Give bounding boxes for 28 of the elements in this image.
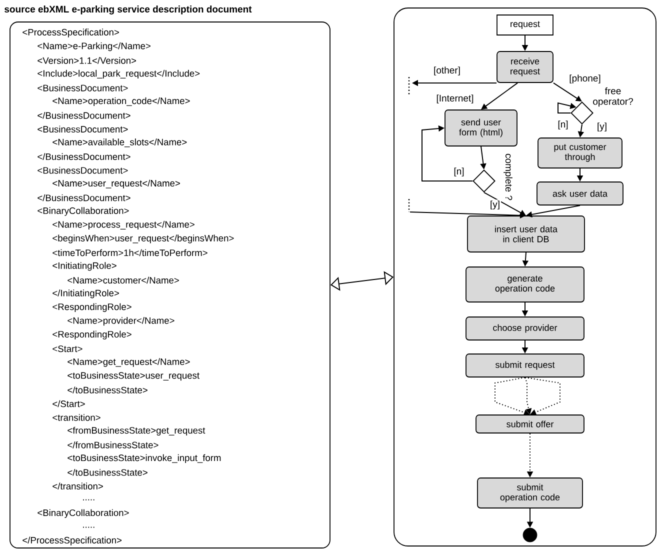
action-box: receive request — [496, 51, 554, 83]
decision-diamond — [472, 170, 496, 192]
edge-label: [n] — [452, 166, 466, 178]
activity-frame — [394, 8, 656, 546]
xml-listing: <ProcessSpecification> <Name>e-Parking</Name> <Version>1.1</Version> <Include>local_park_request</Include> <BusinessDocument> <Name>operation_code</Name> </BusinessDocument> <BusinessDocument> <Name>available_slots</Name> </BusinessDocument> <BusinessDocument> <Name>user_request</Name> </BusinessDocument> <BinaryCollaboration> <Name>process_request</Name> <beginsWhen>user_request</beginsWhen> <timeToPerform>1h</timeToPerform> <InitiatingRole> <Name>customer</Name> </InitiatingRole> <RespondingRole> <Name>provider</Name> <RespondingRole> <Start> <Name>get_request</Name> <toBusinessState>user_request </toBusinessState> </Start> <transition> <fromBusinessState>get_request </fromBusinessState> <toBusinessState>invoke_input_form </toBusinessState> </transition> ..... <BinaryCollaboration> ..... </ProcessSpecification> — [10, 22, 330, 548]
action-box: send user form (html) — [444, 110, 518, 146]
title: source ebXML e-parking service description document — [4, 6, 252, 14]
edge-label: [other] — [432, 66, 462, 76]
edge-label: [y] — [596, 122, 608, 132]
edge-label: [phone] — [568, 74, 602, 84]
edge-label: [n] — [556, 120, 570, 130]
start-box: request — [496, 14, 554, 36]
arrow — [422, 125, 474, 182]
action-box: put customer through — [538, 138, 622, 168]
action-box: choose provider — [466, 316, 584, 340]
action-box: generate operation code — [466, 266, 584, 302]
edge-label: [y] — [489, 200, 502, 210]
action-box: ask user data — [536, 182, 624, 206]
action-box: submit offer — [476, 414, 584, 434]
end-node — [522, 528, 538, 542]
action-box: submit operation code — [477, 478, 583, 508]
arrow — [524, 376, 560, 416]
edge-label: [Internet] — [435, 94, 475, 104]
decision-label: complete ? — [504, 154, 512, 200]
action-box: insert user data in client DB — [467, 216, 585, 252]
decision-label: free operator? — [593, 87, 633, 107]
action-box: submit request — [466, 354, 584, 378]
decision-diamond — [570, 102, 594, 124]
